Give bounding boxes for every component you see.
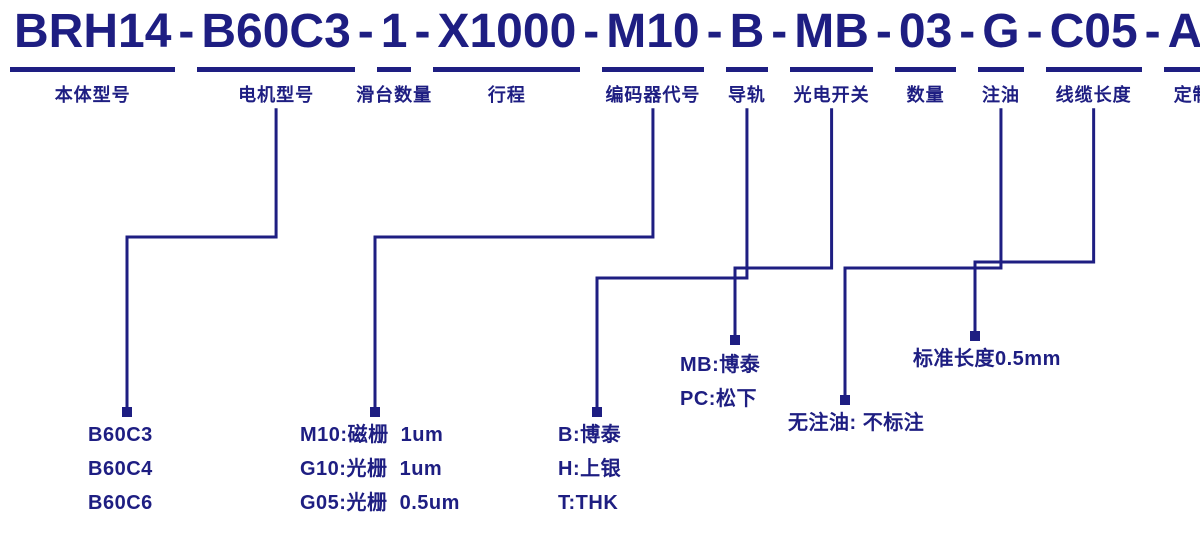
code-separator: - — [414, 5, 431, 58]
code-segment-MB: MB 光电开关 — [790, 5, 873, 105]
callout-line: B60C3 — [88, 424, 153, 446]
segment-code: C05 — [1049, 5, 1138, 58]
code-segment-B: B 导轨 — [725, 5, 769, 105]
code-segment-BRH14: BRH14 本体型号 — [10, 5, 176, 105]
segment-label: 行程 — [487, 84, 526, 105]
code-segment-A01: A01 定制代号 — [1163, 5, 1200, 105]
code-segment-1: 1 滑台数量 — [356, 5, 431, 105]
connector-line — [733, 108, 834, 338]
segment-code: X1000 — [437, 5, 577, 58]
code-segment-X1000: X1000 行程 — [433, 5, 581, 105]
segment-label: 线缆长度 — [1055, 84, 1132, 105]
code-separator: - — [875, 5, 892, 58]
segment-label: 电机型号 — [238, 84, 315, 105]
connector-endpoint — [970, 331, 980, 341]
segment-code: M10 — [606, 5, 700, 58]
connector-line — [973, 108, 1096, 334]
segment-code: G — [982, 5, 1020, 58]
callout-导轨: B:博泰 H:上银 T:THK — [558, 418, 621, 520]
code-separator: - — [178, 5, 195, 58]
callout-line: MB:博泰 — [680, 354, 761, 376]
code-separator: - — [706, 5, 723, 58]
segment-label: 编码器代号 — [605, 84, 701, 105]
connector-endpoint — [730, 335, 740, 345]
segment-code: 1 — [380, 5, 408, 58]
segment-code: B — [729, 5, 765, 58]
segment-label: 定制代号 — [1173, 84, 1200, 105]
connector-endpoint — [592, 407, 602, 417]
segment-code: MB — [794, 5, 869, 58]
segment-label: 滑台数量 — [356, 84, 433, 105]
segment-code: BRH14 — [14, 5, 172, 58]
code-segment-B60C3: B60C3 电机型号 — [197, 5, 355, 105]
callout-line: G05:光栅 0.5um — [300, 492, 460, 514]
code-segment-C05: C05 线缆长度 — [1045, 5, 1142, 105]
callout-line: M10:磁栅 1um — [300, 424, 444, 446]
connector-endpoint — [370, 407, 380, 417]
connector-endpoint — [122, 407, 132, 417]
callout-线缆长度: 标准长度0.5mm — [913, 342, 1061, 376]
segment-label: 数量 — [906, 84, 945, 105]
connector-endpoint — [840, 395, 850, 405]
code-segment-03: 03 数量 — [894, 5, 957, 105]
connector-line — [373, 108, 655, 410]
callout-line: B60C6 — [88, 492, 153, 514]
segment-label: 本体型号 — [54, 84, 131, 105]
code-separator: - — [357, 5, 374, 58]
segment-label: 注油 — [981, 84, 1020, 105]
callout-line: PC:松下 — [680, 388, 757, 410]
segment-code: A01 — [1167, 5, 1200, 58]
segment-code: 03 — [898, 5, 953, 58]
callout-注油: 无注油: 不标注 — [788, 406, 924, 440]
segment-label: 导轨 — [727, 84, 766, 105]
callout-line: T:THK — [558, 492, 619, 514]
code-separator: - — [1026, 5, 1043, 58]
segment-code: B60C3 — [201, 5, 351, 58]
connector-line — [125, 108, 278, 410]
callout-line: G10:光栅 1um — [300, 458, 443, 480]
code-separator: - — [771, 5, 788, 58]
callout-line: B:博泰 — [558, 424, 622, 446]
code-segment-M10: M10 编码器代号 — [602, 5, 704, 105]
code-separator: - — [959, 5, 976, 58]
callout-line: 标准长度0.5mm — [913, 348, 1061, 370]
code-separator: - — [583, 5, 600, 58]
code-segment-G: G 注油 — [978, 5, 1024, 105]
segment-label: 光电开关 — [793, 84, 870, 105]
code-separator: - — [1144, 5, 1161, 58]
callout-line: B60C4 — [88, 458, 153, 480]
callout-光电开关: MB:博泰 PC:松下 — [680, 348, 760, 416]
callout-line: 无注油: 不标注 — [788, 412, 925, 434]
callout-line: H:上银 — [558, 458, 622, 480]
